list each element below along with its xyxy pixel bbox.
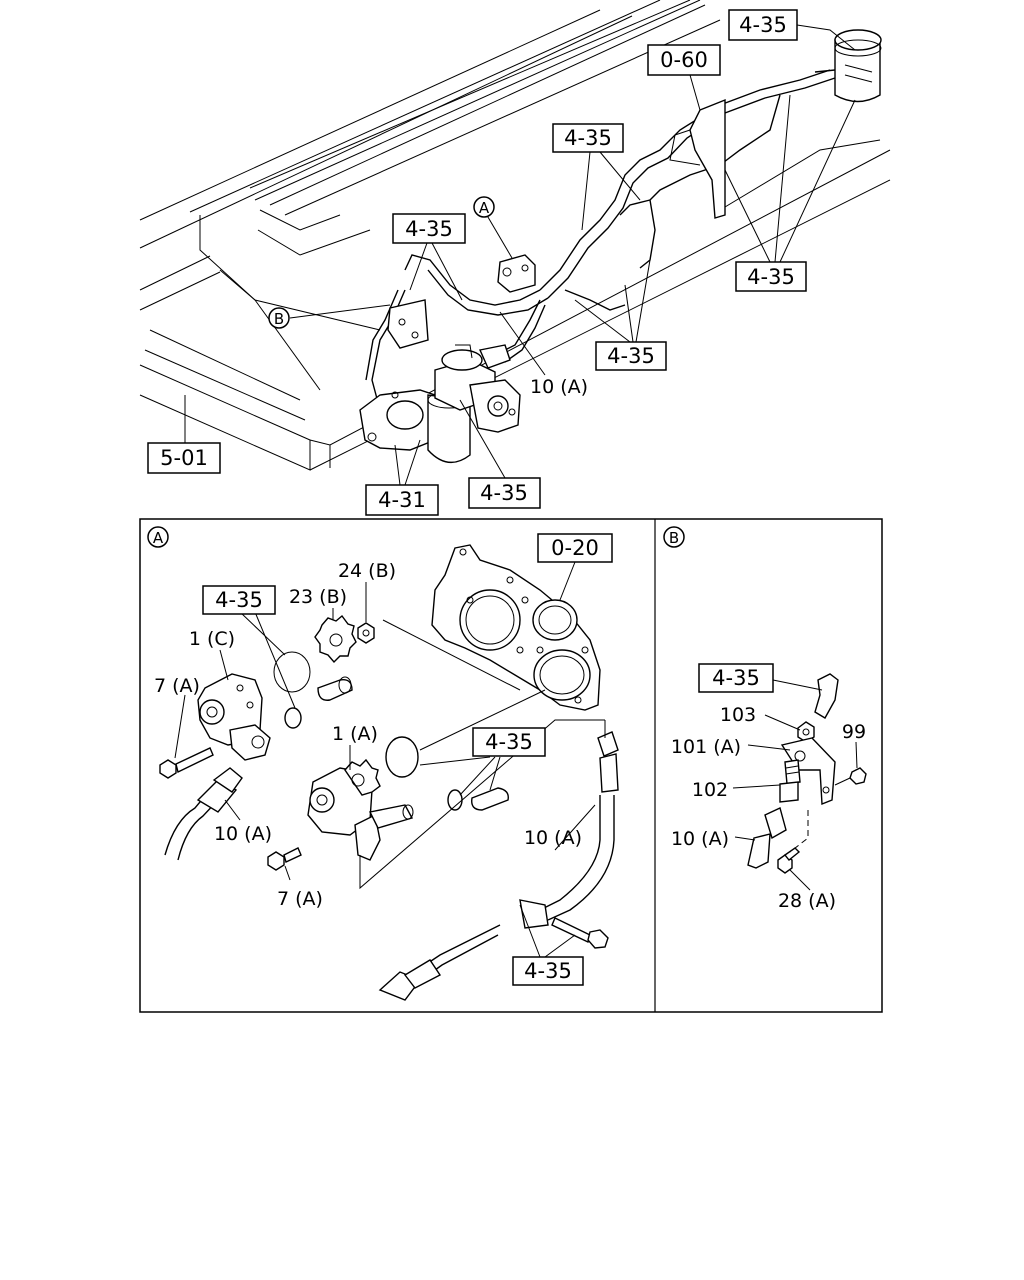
overview-leader-lines (184, 24, 856, 486)
hose-10a-left (164, 767, 243, 861)
ref-pump-right: 4-35 (480, 481, 528, 505)
bolt-7a-upper (159, 747, 214, 779)
detail-a-labels: 0-20 4-35 4-35 4-35 24 (B) 23 (B) 1 (C) … (154, 533, 613, 986)
nut-103 (797, 721, 815, 743)
detail-a-circle: A (153, 529, 164, 547)
reservoir-tank (814, 29, 882, 103)
clamp-bolt (551, 917, 609, 949)
callout-a: A (479, 199, 490, 217)
label-gear-23b: 23 (B) (289, 586, 347, 608)
brake-lines (365, 69, 836, 411)
hose-10a-b (747, 807, 787, 869)
ref-housing: 0-20 (551, 536, 599, 560)
label-bolt-7a-lower: 7 (A) (277, 888, 323, 910)
ref-bracket: 0-60 (660, 48, 708, 72)
housing-plate (431, 544, 601, 711)
pump-1a (307, 758, 414, 861)
bolt-7a-lower (267, 847, 302, 871)
ref-frame: 5-01 (160, 446, 208, 470)
clip (814, 673, 839, 719)
detail-b-leader-lines (732, 679, 858, 891)
label-nut-99: 99 (842, 721, 866, 743)
o-ring (385, 736, 419, 778)
label-hose-10a-right: 10 (A) (524, 827, 582, 849)
overview-illustration: 4-35 0-60 4-35 4-35 4-35 4-35 5-01 4-31 … (139, 0, 891, 516)
detail-panels (139, 518, 883, 1013)
label-pump-1a: 1 (A) (332, 723, 378, 745)
bracket-101a (780, 737, 836, 806)
label-nut-24b: 24 (B) (338, 560, 396, 582)
detail-b-circle: B (669, 529, 679, 547)
seal-small (447, 789, 463, 811)
frame-bracket (387, 299, 429, 349)
nut-99 (849, 767, 867, 785)
label-fitting-102: 102 (692, 779, 728, 801)
overview-callouts: A B 10 (A) (268, 196, 588, 398)
callout-b: B (274, 310, 284, 328)
ref-top-right: 4-35 (739, 13, 787, 37)
detail-b-labels: 4-35 103 101 (A) 99 102 10 (A) 28 (A) (671, 663, 866, 912)
gasket (273, 651, 311, 693)
junction-block (497, 254, 536, 293)
overview-reference-boxes: 4-35 0-60 4-35 4-35 4-35 4-35 5-01 4-31 … (147, 9, 807, 516)
ref-pump-left: 4-31 (378, 488, 426, 512)
label-bracket-101a: 101 (A) (671, 736, 741, 758)
detail-a-leader-lines (174, 561, 606, 958)
bracket-0-60 (669, 98, 726, 219)
ref-clamp-group: 4-35 (524, 959, 572, 983)
label-hose-10a: 10 (A) (530, 376, 588, 398)
label-hose-10a-b: 10 (A) (671, 828, 729, 850)
pump-assembly (359, 344, 521, 463)
label-hose-10a-left: 10 (A) (214, 823, 272, 845)
sleeve (471, 787, 509, 811)
seal-ring (284, 707, 302, 729)
bolt-28a (777, 847, 801, 874)
detail-a: A (147, 526, 619, 1001)
hose-10a-right (378, 731, 619, 1001)
ref-mid-left: 4-35 (405, 217, 453, 241)
ref-seal-group: 4-35 (215, 588, 263, 612)
nut-24b (357, 622, 375, 644)
ref-clip: 4-35 (712, 666, 760, 690)
ref-mid-upper: 4-35 (564, 126, 612, 150)
detail-b: B (663, 526, 867, 912)
fitting-102 (779, 759, 801, 803)
ref-center-right: 4-35 (607, 344, 655, 368)
ref-pump-group: 4-35 (485, 730, 533, 754)
label-nut-103: 103 (720, 704, 756, 726)
gear-23b (314, 614, 357, 701)
pump-cover-1c (197, 673, 271, 761)
ref-right-lower: 4-35 (747, 265, 795, 289)
label-bolt-28a: 28 (A) (778, 890, 836, 912)
label-bolt-7a-upper: 7 (A) (154, 675, 200, 697)
label-pump-cover-1c: 1 (C) (189, 628, 235, 650)
